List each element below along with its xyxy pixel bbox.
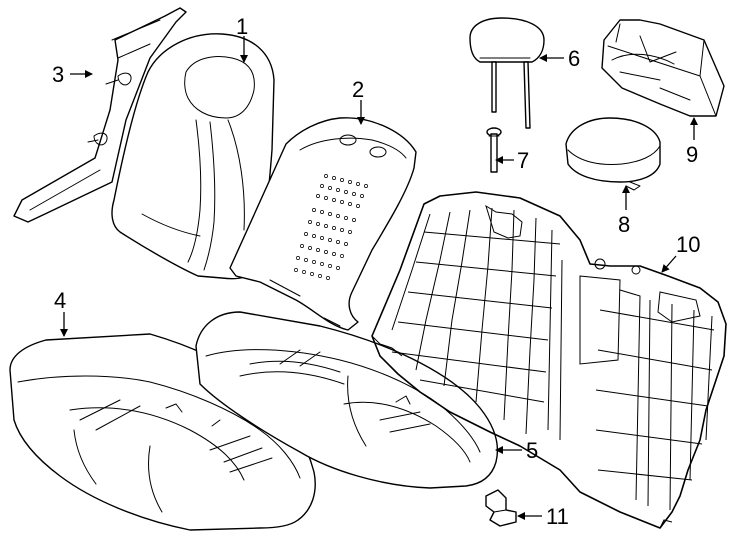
callout-11: 11 [546,504,569,529]
part-11-clip-bracket[interactable] [485,489,517,527]
part-8-armrest-pad[interactable] [565,117,661,191]
callout-labels: 1 2 3 4 5 6 7 8 9 10 11 [52,14,700,529]
callout-5: 5 [526,438,538,463]
part-6-headrest[interactable] [469,17,545,129]
part-3-side-bolster[interactable] [13,7,187,223]
part-9-bracket-housing[interactable] [601,19,725,117]
part-10-seat-frame[interactable] [371,191,727,529]
callout-2: 2 [352,77,364,102]
callout-8: 8 [618,212,630,237]
part-2-backrest-panel[interactable] [229,117,417,331]
callout-3: 3 [52,62,64,87]
callout-4: 4 [54,288,66,313]
leader-lines [60,36,698,520]
part-1-backrest-cover[interactable] [111,33,275,280]
callout-1: 1 [236,14,248,39]
part-7-headrest-guide[interactable] [486,127,502,173]
perforation-grid [294,174,368,280]
callout-10: 10 [676,232,700,257]
callout-6: 6 [568,46,580,71]
callout-7: 7 [517,148,529,173]
part-5-seat-cushion-right[interactable] [195,311,499,489]
callout-9: 9 [686,142,698,167]
